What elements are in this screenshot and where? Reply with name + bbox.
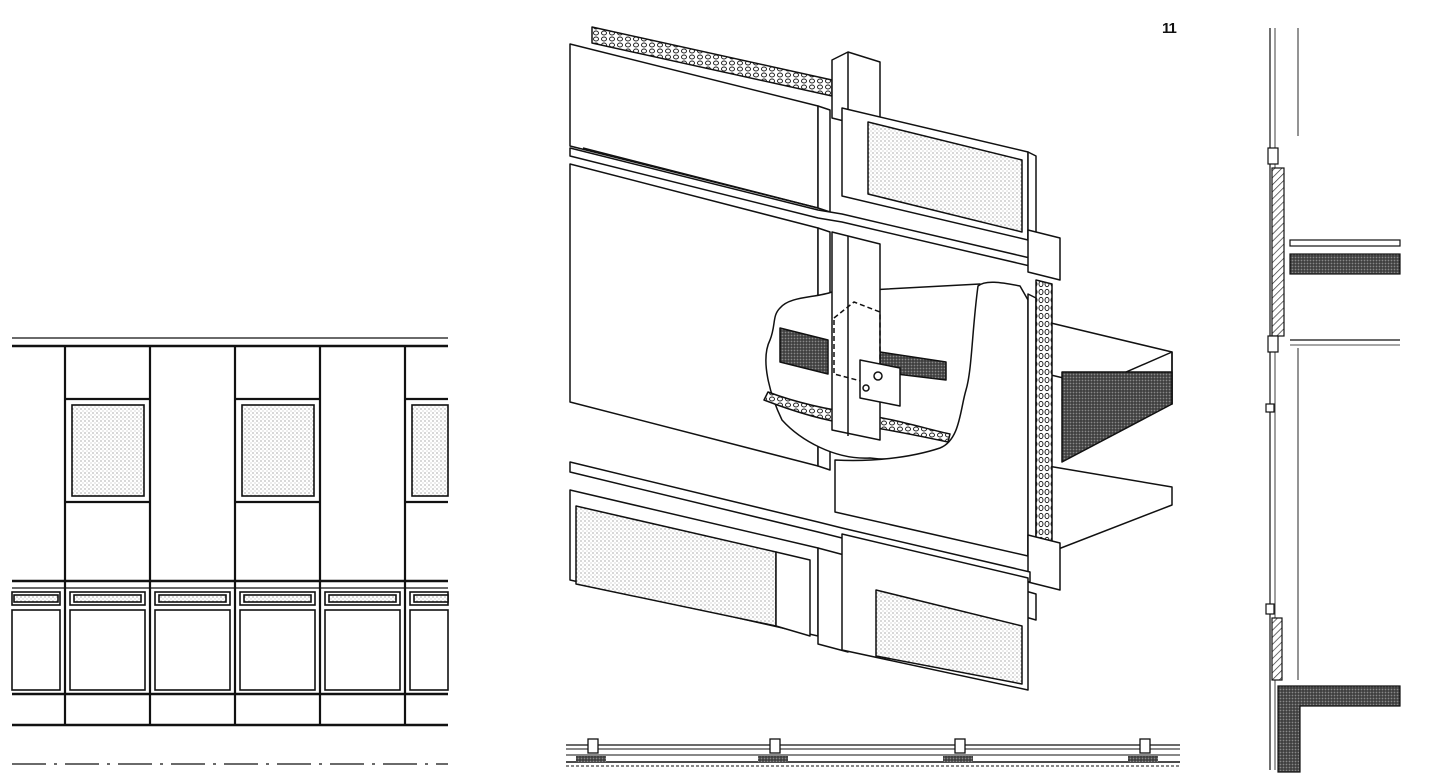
page-number: 11 xyxy=(1162,20,1177,37)
vertical-section xyxy=(1265,28,1401,773)
horizontal-section xyxy=(566,738,1180,767)
cutaway-isometric xyxy=(569,26,1173,691)
facade-elevation xyxy=(11,337,449,765)
